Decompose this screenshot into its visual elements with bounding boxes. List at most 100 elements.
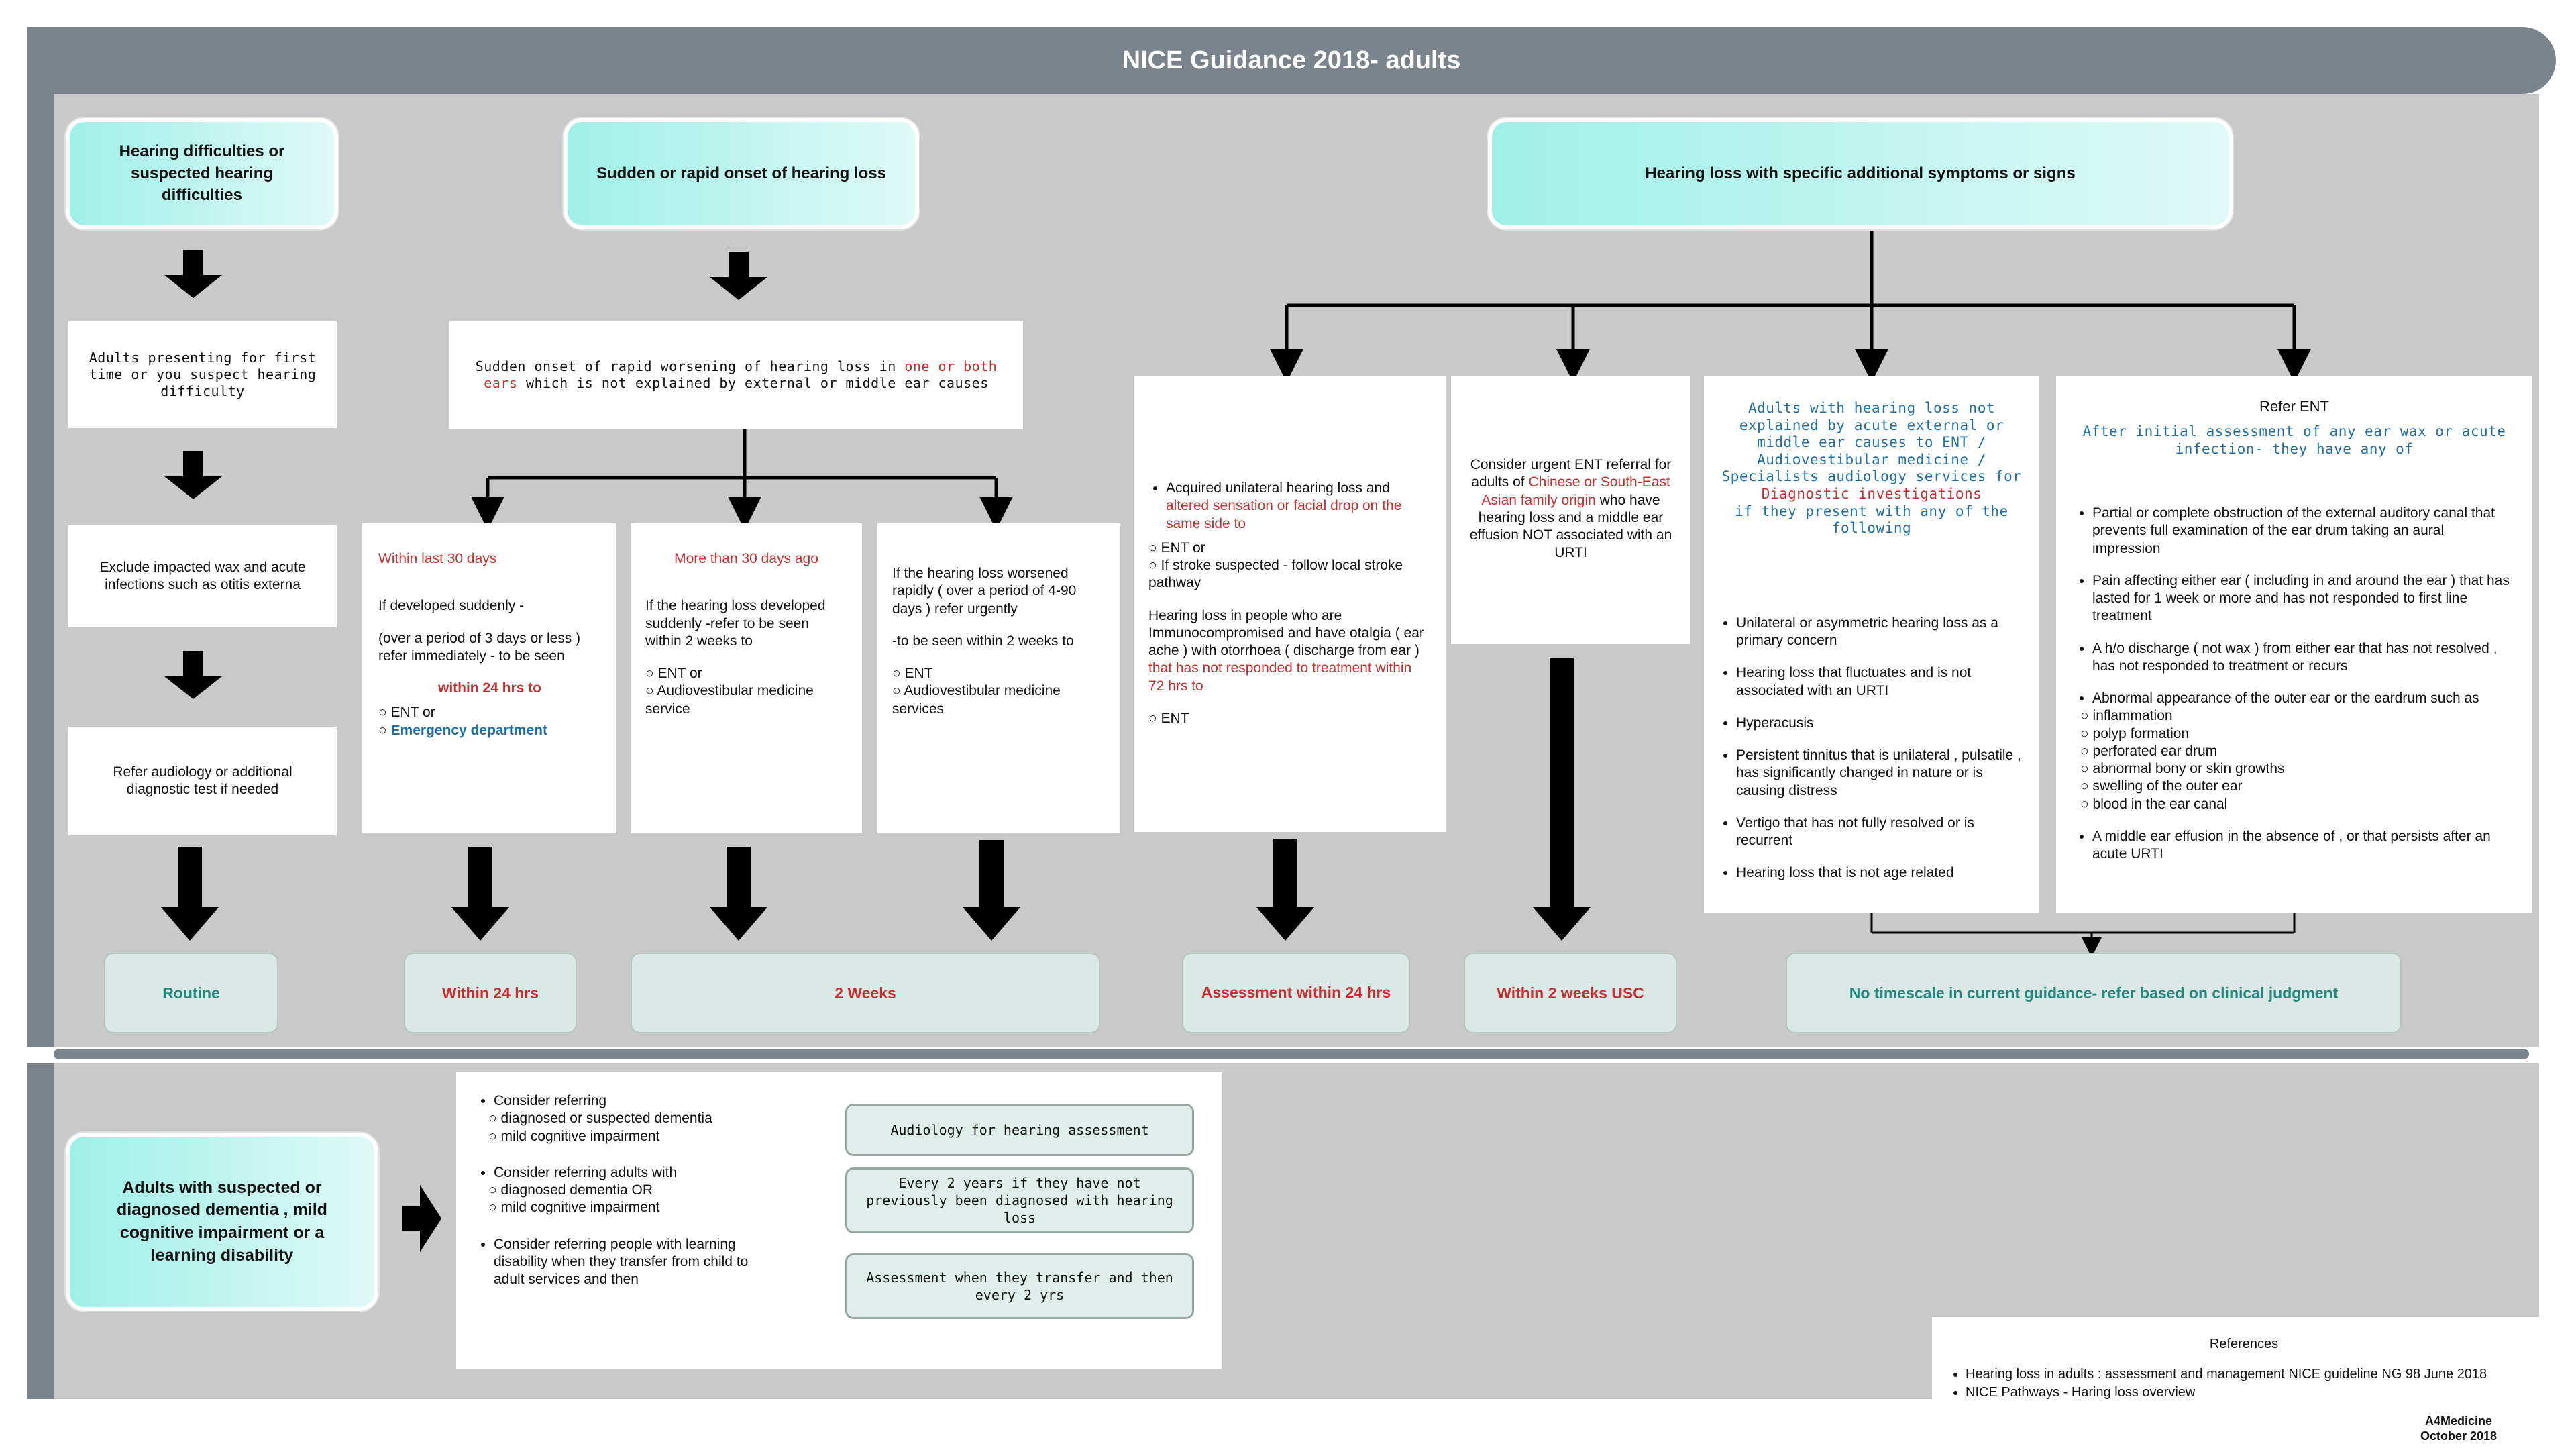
arrow-down-c3b xyxy=(1533,658,1591,941)
sub-item-text: swelling of the outer ear xyxy=(2092,778,2243,794)
list-item: Hearing loss in adults : assessment and … xyxy=(1966,1366,2540,1383)
list-item: Unilateral or asymmetric hearing loss as… xyxy=(1736,615,2025,650)
col2-a-opt1: ○ ENT or xyxy=(378,705,435,721)
bottom-criteria-list: Consider referring ○ diagnosed or suspec… xyxy=(476,1092,755,1288)
arrow-down-c1-2 xyxy=(164,451,222,499)
list-item: NICE Pathways - Haring loss overview xyxy=(1966,1384,2540,1401)
col2-box-c: If the hearing loss worsened rapidly ( o… xyxy=(877,523,1120,833)
col3-box3-list: Unilateral or asymmetric hearing loss as… xyxy=(1719,615,2025,882)
col2-box-a: Within last 30 days If developed suddenl… xyxy=(362,523,616,833)
col1-step2-box: Exclude impacted wax and acute infection… xyxy=(68,525,337,627)
list-item: A middle ear effusion in the absence of … xyxy=(2092,828,2514,864)
col2-c-opt1: ○ ENT xyxy=(892,666,933,681)
col2-title-box: Sudden or rapid onset of hearing loss xyxy=(564,118,919,229)
col2-outcome-bc: 2 Weeks xyxy=(631,953,1100,1033)
arrow-down-c1-3 xyxy=(164,651,222,699)
arrow-down-c3a xyxy=(1256,839,1314,941)
list-item: Persistent tinnitus that is unilateral ,… xyxy=(1736,747,2025,800)
col2-desc-box: Sudden onset of rapid worsening of heari… xyxy=(449,321,1023,429)
col3-box1-b1-red: altered sensation or facial drop on the … xyxy=(1166,498,1402,531)
col2-branch-lines xyxy=(471,429,1013,530)
bottom-result-2: Every 2 years if they have not previousl… xyxy=(845,1167,1194,1233)
bottom-result-2-text: Every 2 years if they have not previousl… xyxy=(866,1175,1173,1226)
sub-item: ○ mild cognitive impairment xyxy=(488,1200,660,1216)
col3-box2-red: Chinese or South-East Asian family origi… xyxy=(1481,474,1670,508)
bottom-result-1: Audiology for hearing assessment xyxy=(845,1104,1194,1156)
col2-desc-text: Sudden onset of rapid worsening of heari… xyxy=(464,358,1008,392)
col2-b-opt1: ○ ENT or xyxy=(645,666,702,681)
col3-box1: Acquired unilateral hearing loss and alt… xyxy=(1134,376,1446,832)
col3-title-box: Hearing loss with specific additional sy… xyxy=(1488,118,2233,229)
col2-a-line1: If developed suddenly - xyxy=(378,598,525,614)
list-item: Hearing loss that is not age related xyxy=(1736,864,2025,882)
col3-box1-b1-pre: Acquired unilateral hearing loss and xyxy=(1166,480,1390,496)
sub-item-text: blood in the ear canal xyxy=(2092,796,2228,812)
sub-item-text: abnormal bony or skin growths xyxy=(2092,761,2285,776)
list-item: Consider referring adults with ○ diagnos… xyxy=(488,1164,755,1217)
col3-box3: Adults with hearing loss not explained b… xyxy=(1704,376,2039,913)
col1-title-box: Hearing difficulties or suspected hearin… xyxy=(66,118,338,229)
sub-item-text: inflammation xyxy=(2092,708,2173,724)
col2-b-heading: More than 30 days ago xyxy=(674,551,818,566)
section-divider xyxy=(54,1049,2529,1059)
col3-box1-item2: Hearing loss in people who are Immunocom… xyxy=(1148,607,1431,728)
col1-step3-box: Refer audiology or additional diagnostic… xyxy=(68,727,337,835)
top-panel-edge xyxy=(27,94,54,1047)
col3-box1-b2-pre: Hearing loss in people who are Immunocom… xyxy=(1148,607,1424,659)
list-item: Consider referring people with learning … xyxy=(494,1236,755,1289)
bottom-title-box: Adults with suspected or diagnosed demen… xyxy=(66,1133,378,1311)
col3-box1-opt2: ○ If stroke suspected - follow local str… xyxy=(1148,558,1403,591)
col3-box2-post: who have hearing loss and a middle ear e… xyxy=(1469,492,1672,561)
sub-item: ○ inflammation xyxy=(2080,708,2173,724)
arrow-right-bottom xyxy=(402,1185,441,1252)
col2-c-line2: -to be seen within 2 weeks to xyxy=(892,633,1074,649)
col3-box3-h3: if they present with any of the followin… xyxy=(1735,503,2008,537)
credit-name: A4Medicine xyxy=(2424,1414,2493,1428)
col1-step1-text: Adults presenting for first time or you … xyxy=(89,349,317,399)
sub-item: ○ mild cognitive impairment xyxy=(488,1128,660,1144)
col3-outcome2: Within 2 weeks USC xyxy=(1464,953,1677,1033)
col2-b-opt2: ○ Audiovestibular medicine service xyxy=(645,683,814,717)
arrow-down-c1-1 xyxy=(164,250,222,298)
col2-b-line1: If the hearing loss developed suddenly -… xyxy=(645,598,826,649)
list-item-text: Consider referring adults with xyxy=(494,1164,678,1180)
col3-box2-pre: Consider urgent ENT referral for adults … xyxy=(1470,457,1672,490)
sub-item: ○ abnormal bony or skin growths xyxy=(2080,761,2285,776)
col3-title-text: Hearing loss with specific additional sy… xyxy=(1645,164,2076,183)
col2-title-text: Sudden or rapid onset of hearing loss xyxy=(596,164,887,183)
col3-box2-text: Consider urgent ENT referral for adults … xyxy=(1470,457,1672,560)
col3-box3-header: Adults with hearing loss not explained b… xyxy=(1719,400,2025,537)
col3-box2: Consider urgent ENT referral for adults … xyxy=(1451,376,1690,644)
sub-item: ○ diagnosed or suspected dementia xyxy=(488,1110,712,1127)
col2-c-opt1-text: ENT xyxy=(904,666,933,681)
col2-outcome-bc-text: 2 Weeks xyxy=(835,984,896,1002)
sub-item-text: polyp formation xyxy=(2092,725,2190,741)
col1-step3-text: Refer audiology or additional diagnostic… xyxy=(113,764,292,797)
list-item: Abnormal appearance of the outer ear or … xyxy=(2080,690,2514,813)
col1-step2-text: Exclude impacted wax and acute infection… xyxy=(99,559,306,592)
page-title-text: NICE Guidance 2018- adults xyxy=(1122,46,1461,74)
col2-a-line3: within 24 hrs to xyxy=(437,680,541,696)
col3-box3-h2: Diagnostic investigations xyxy=(1761,486,1982,503)
col3-box4: Refer ENT After initial assessment of an… xyxy=(2056,376,2532,913)
list-item: A h/o discharge ( not wax ) from either … xyxy=(2092,640,2514,676)
col2-c-line1: If the hearing loss worsened rapidly ( o… xyxy=(892,566,1077,617)
credit: A4Medicine October 2018 xyxy=(2388,1414,2529,1448)
list-item: Hyperacusis xyxy=(1736,715,2025,732)
sub-item-text: mild cognitive impairment xyxy=(500,1128,660,1144)
col2-a-heading: Within last 30 days xyxy=(378,551,497,566)
col3-outcome1: Assessment within 24 hrs xyxy=(1182,953,1410,1033)
col3-outcome3-text: No timescale in current guidance- refer … xyxy=(1849,984,2339,1002)
arrow-down-c2b xyxy=(710,847,767,941)
col3-merge-lines xyxy=(1870,913,2296,957)
credit-date: October 2018 xyxy=(2420,1429,2498,1443)
col2-a-line2: (over a period of 3 days or less ) refer… xyxy=(378,630,581,664)
col2-outcome-a: Within 24 hrs xyxy=(404,953,577,1033)
list-item: Pain affecting either ear ( including in… xyxy=(2092,572,2514,625)
sub-item: ○ polyp formation xyxy=(2080,725,2190,741)
col3-box3-h1: Adults with hearing loss not explained b… xyxy=(1721,400,2022,485)
col1-outcome-text: Routine xyxy=(162,984,220,1002)
list-item-text: Consider referring xyxy=(494,1093,607,1108)
col3-box4-h1: Refer ENT xyxy=(2259,398,2329,415)
col3-outcome3: No timescale in current guidance- refer … xyxy=(1786,953,2402,1033)
